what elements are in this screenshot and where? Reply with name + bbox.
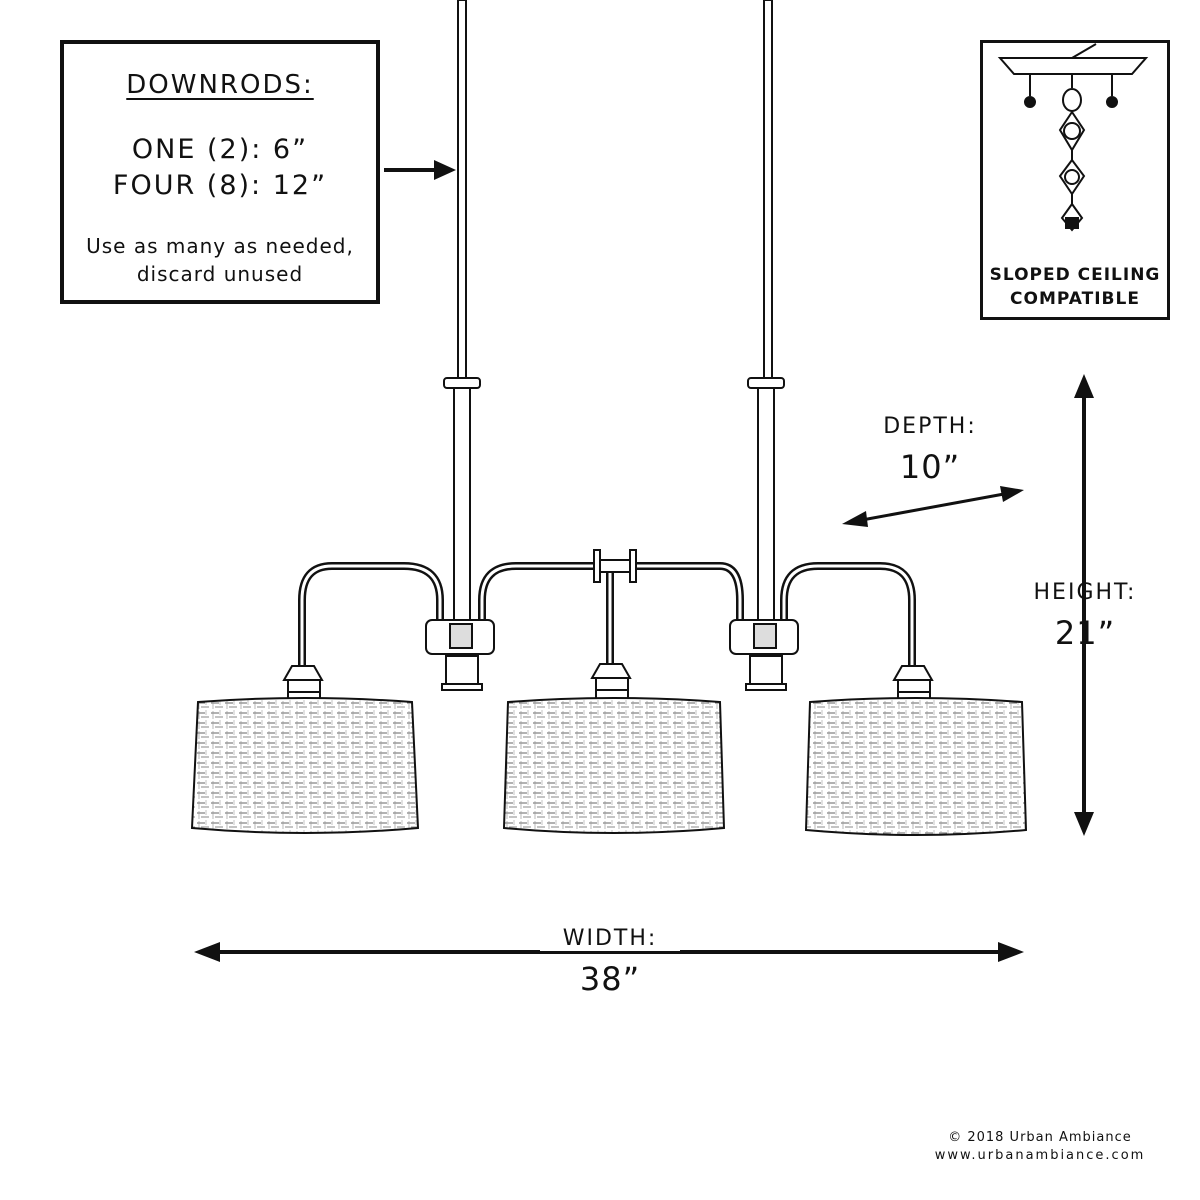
fixture-arms-inner (300, 564, 914, 672)
website-text: www.urbanambiance.com (934, 1148, 1146, 1163)
width-value: 38” (540, 960, 680, 998)
depth-arrow (842, 486, 1024, 527)
center-bracket (593, 549, 637, 583)
sloped-ceiling-illustration (997, 43, 1149, 232)
downrod-pointer-arrow (384, 160, 456, 180)
sloped-ceiling-box: SLOPED CEILING COMPATIBLE (980, 40, 1170, 320)
copyright-text: © 2018 Urban Ambiance (948, 1130, 1132, 1145)
height-arrow (1074, 374, 1094, 836)
downrod-left (441, 0, 483, 691)
height-label: HEIGHT: (1033, 580, 1137, 605)
fixture-arms (298, 562, 916, 676)
depth-value: 10” (899, 448, 961, 486)
shade-left (190, 697, 420, 834)
downrods-title: DOWNRODS: (126, 70, 314, 100)
hub-right (729, 619, 799, 655)
downrod-option-2: FOUR (8): 12” (112, 170, 328, 201)
sloped-ceiling-label-1: SLOPED CEILING (989, 265, 1161, 285)
height-value: 21” (1054, 614, 1116, 652)
downrod-right (745, 0, 787, 691)
downrods-note-line-2: discard unused (136, 262, 304, 286)
width-arrow (194, 942, 1024, 962)
downrods-info-box: DOWNRODS: ONE (2): 6” FOUR (8): 12” Use … (60, 40, 380, 304)
downrod-option-1: ONE (2): 6” (131, 134, 309, 165)
width-label: WIDTH: (540, 926, 680, 951)
shade-center (502, 697, 726, 834)
hub-left (425, 619, 495, 655)
socket-center (590, 663, 632, 703)
depth-label: DEPTH: (883, 414, 977, 439)
downrods-note-line-1: Use as many as needed, (86, 234, 354, 258)
shade-right (804, 697, 1028, 836)
sloped-ceiling-label-2: COMPATIBLE (1010, 289, 1140, 309)
